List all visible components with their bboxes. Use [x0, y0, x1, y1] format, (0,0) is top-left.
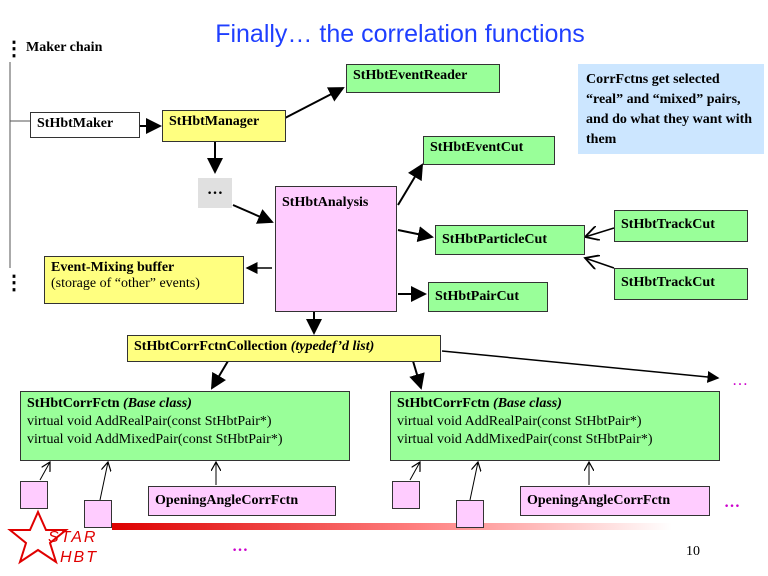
maker-chain-label: Maker chain [26, 40, 103, 55]
ellipsis-right-top: … [732, 372, 748, 389]
ellipsis-bottom-center: … [232, 538, 248, 555]
collection-name: StHbtCorrFctnCollection [134, 339, 288, 354]
note-box: CorrFctns get selected “real” and “mixed… [578, 64, 764, 154]
corrfctn-name-right: StHbtCorrFctn [397, 396, 490, 411]
manager-box: StHbtManager [162, 110, 286, 142]
subclass-box [84, 500, 112, 528]
mixing-buffer-sub: (storage of “other” events) [51, 276, 200, 291]
particle-cut-box: StHbtParticleCut [435, 225, 585, 255]
mixing-buffer-box: Event-Mixing buffer (storage of “other” … [44, 256, 244, 304]
vdots-top-icon: ⋮ [4, 38, 24, 60]
subclass-box [20, 481, 48, 509]
logo-hbt: HBT [60, 549, 98, 566]
opening-angle-box-right: OpeningAngleCorrFctn [520, 486, 710, 516]
opening-angle-box-left: OpeningAngleCorrFctn [148, 486, 336, 516]
corrfctn-base-right: (Base class) [493, 396, 562, 411]
page-number: 10 [686, 544, 700, 559]
vdots-bottom-icon: ⋮ [4, 272, 24, 294]
ellipsis-box: … [198, 178, 232, 208]
logo-star: STAR [48, 529, 98, 546]
maker-box: StHbtMaker [30, 112, 140, 138]
track-cut-box-1: StHbtTrackCut [614, 210, 748, 242]
corrfctn-line1-left: virtual void AddRealPair(const StHbtPair… [27, 414, 272, 429]
corrfctn-line2-right: virtual void AddMixedPair(const StHbtPai… [397, 432, 653, 447]
collection-italic: (typedef’d list) [290, 339, 375, 354]
event-reader-box: StHbtEventReader [346, 64, 500, 93]
corrfctn-box-left: StHbtCorrFctn (Base class) virtual void … [20, 391, 350, 461]
subclass-box [392, 481, 420, 509]
collection-box: StHbtCorrFctnCollection (typedef’d list) [127, 335, 441, 362]
corrfctn-name-left: StHbtCorrFctn [27, 396, 120, 411]
corrfctn-base-left: (Base class) [123, 396, 192, 411]
ellipsis-right-bottom: … [724, 494, 740, 511]
page-title: Finally… the correlation functions [215, 20, 585, 48]
corrfctn-box-right: StHbtCorrFctn (Base class) virtual void … [390, 391, 720, 461]
subclass-box [456, 500, 484, 528]
track-cut-box-2: StHbtTrackCut [614, 268, 748, 300]
pair-cut-box: StHbtPairCut [428, 282, 548, 312]
star-logo-icon [7, 509, 69, 565]
corrfctn-line1-right: virtual void AddRealPair(const StHbtPair… [397, 414, 642, 429]
analysis-box: StHbtAnalysis [275, 186, 397, 312]
corrfctn-line2-left: virtual void AddMixedPair(const StHbtPai… [27, 432, 283, 447]
event-cut-box: StHbtEventCut [423, 136, 555, 165]
mixing-buffer-title: Event-Mixing buffer [51, 260, 175, 275]
